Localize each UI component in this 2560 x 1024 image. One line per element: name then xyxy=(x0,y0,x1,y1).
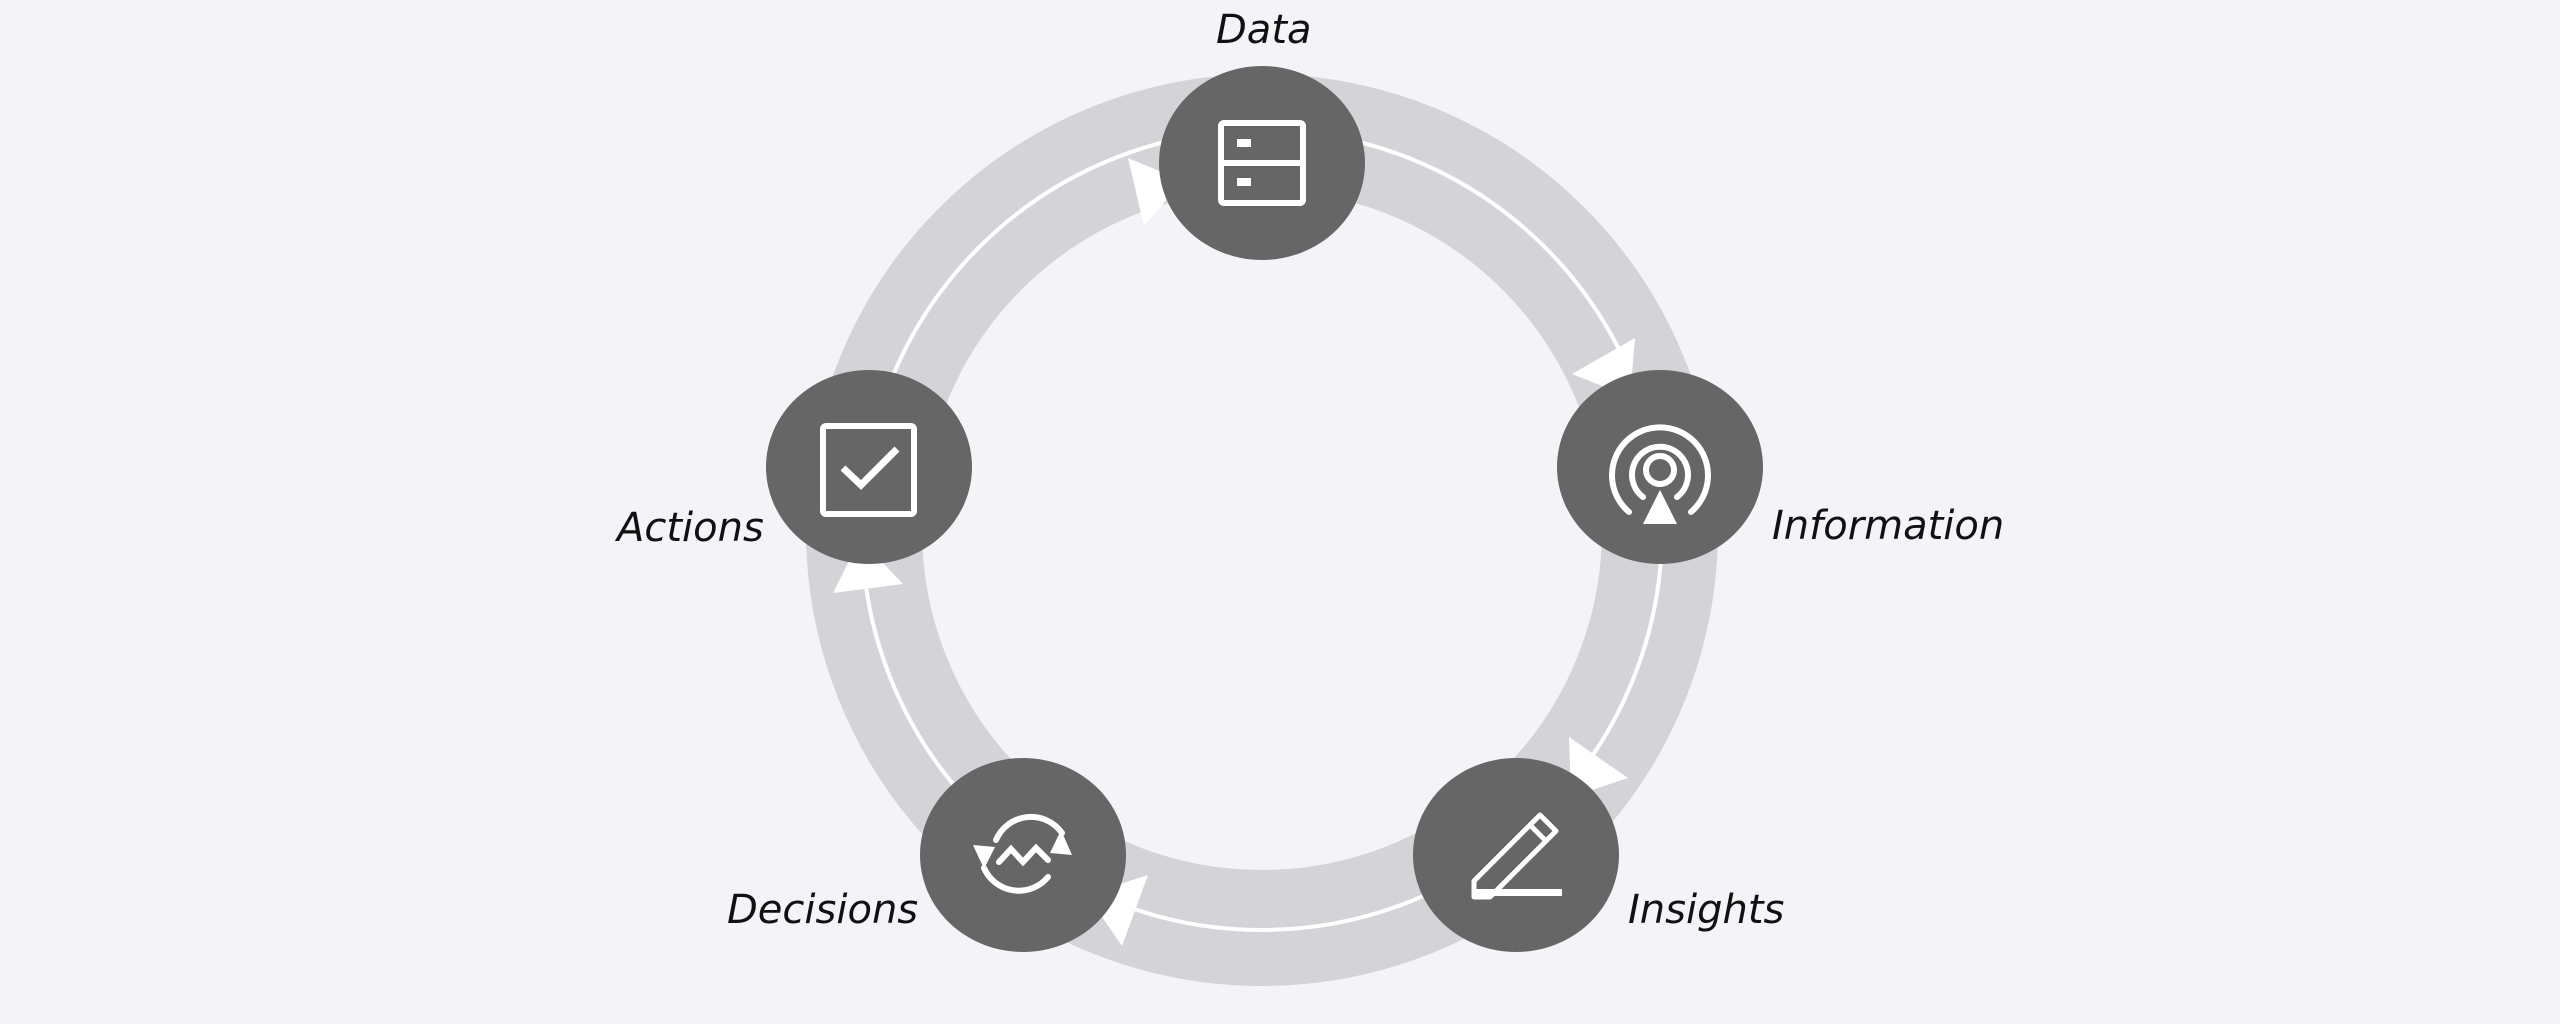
node-insights xyxy=(1413,758,1619,952)
broadcast-icon xyxy=(1609,424,1711,515)
label-data: Data xyxy=(1216,7,1312,53)
arrow-actions-to-data xyxy=(1128,158,1183,226)
node-data xyxy=(1159,66,1365,260)
server-icon xyxy=(1218,120,1306,206)
node-decisions-circle xyxy=(920,758,1126,952)
arrow-decisions-to-actions xyxy=(833,539,903,593)
checkbox-icon xyxy=(820,423,917,517)
label-insights: Insights xyxy=(1628,887,1785,933)
node-decisions xyxy=(920,758,1126,952)
node-insights-circle xyxy=(1413,758,1619,952)
label-actions: Actions xyxy=(617,505,764,551)
label-decisions: Decisions xyxy=(727,887,919,933)
label-information: Information xyxy=(1772,503,2005,549)
refresh-trend-icon xyxy=(981,813,1065,894)
node-actions-circle xyxy=(766,370,972,564)
node-actions xyxy=(766,370,972,564)
node-information-circle xyxy=(1557,370,1763,564)
node-information xyxy=(1557,370,1763,564)
